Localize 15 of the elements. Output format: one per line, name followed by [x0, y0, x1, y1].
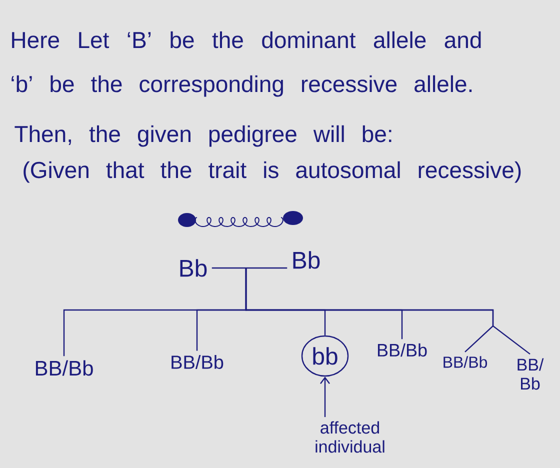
genotype-text: BB/ Bb [518, 358, 544, 390]
genotype-text: BB/Bb [444, 356, 487, 368]
note-text: Here Let ‘B’ be the dominant allele and ‘b’ be the corresponding recessive allele. [12, 31, 481, 97]
annotation-text: affected individual [316, 421, 384, 453]
note-text: (Given that the trait is autosomal recessive) [24, 161, 521, 183]
mating-line [212, 267, 288, 269]
genotype-text: BB/Bb [172, 355, 224, 369]
arrow [320, 376, 330, 418]
genotype-text: BB/Bb [36, 360, 93, 376]
genotype-text: Bb [293, 251, 320, 269]
circled-genotype: bb [301, 335, 349, 377]
descent-line [245, 268, 530, 355]
note-text: Then, the given pedigree will be: [14, 125, 392, 147]
genotype-text: BB/Bb [378, 343, 427, 357]
genotype-text: Bb [180, 259, 207, 277]
